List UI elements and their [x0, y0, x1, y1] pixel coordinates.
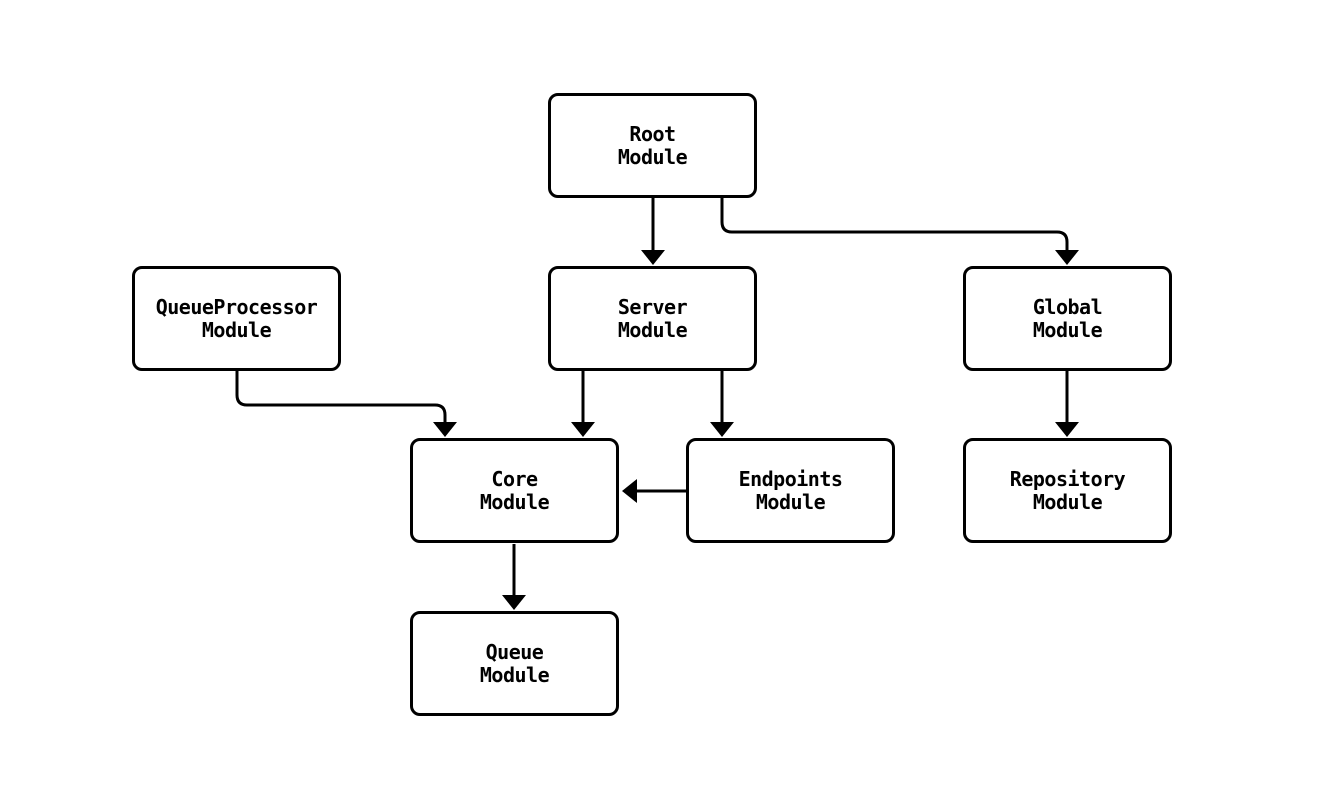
node-label-line: Module	[1032, 317, 1103, 342]
node-root-module: Root Module	[548, 93, 757, 198]
node-label-line: Module	[201, 317, 272, 342]
node-label: QueueProcessor Module	[155, 294, 318, 342]
node-queueprocessor-module: QueueProcessor Module	[132, 266, 341, 371]
node-label-line: Module	[1032, 489, 1103, 514]
node-endpoints-module: Endpoints Module	[686, 438, 895, 543]
node-label-line: QueueProcessor	[155, 294, 318, 319]
node-label-line: Core	[491, 466, 538, 491]
node-label-line: Module	[479, 662, 550, 687]
node-label-line: Module	[755, 489, 826, 514]
node-label-line: Server	[617, 294, 688, 319]
node-label: Server Module	[617, 294, 688, 342]
edge-global-to-repository	[1055, 371, 1079, 437]
node-label: Core Module	[479, 466, 550, 514]
node-label-line: Repository	[1009, 466, 1126, 491]
edge-queueprocessor-to-core	[235, 371, 457, 437]
node-label: Repository Module	[1009, 466, 1126, 514]
node-label-line: Module	[479, 489, 550, 514]
node-repository-module: Repository Module	[963, 438, 1172, 543]
edge-server-to-endpoints	[710, 371, 734, 437]
node-core-module: Core Module	[410, 438, 619, 543]
edge-root-to-server	[641, 198, 665, 265]
edge-endpoints-to-core	[622, 479, 686, 503]
edge-server-to-core	[571, 371, 595, 437]
edge-root-to-global	[720, 198, 1079, 265]
node-label: Endpoints Module	[738, 466, 843, 514]
node-label-line: Global	[1032, 294, 1103, 319]
node-label-line: Root	[629, 121, 676, 146]
node-queue-module: Queue Module	[410, 611, 619, 716]
node-label-line: Module	[617, 317, 688, 342]
node-label-line: Module	[617, 144, 688, 169]
node-label: Root Module	[617, 121, 688, 169]
node-server-module: Server Module	[548, 266, 757, 371]
edge-core-to-queue	[502, 544, 526, 610]
node-global-module: Global Module	[963, 266, 1172, 371]
node-label: Queue Module	[479, 639, 550, 687]
node-label: Global Module	[1032, 294, 1103, 342]
node-label-line: Queue	[485, 639, 544, 664]
node-label-line: Endpoints	[738, 466, 843, 491]
